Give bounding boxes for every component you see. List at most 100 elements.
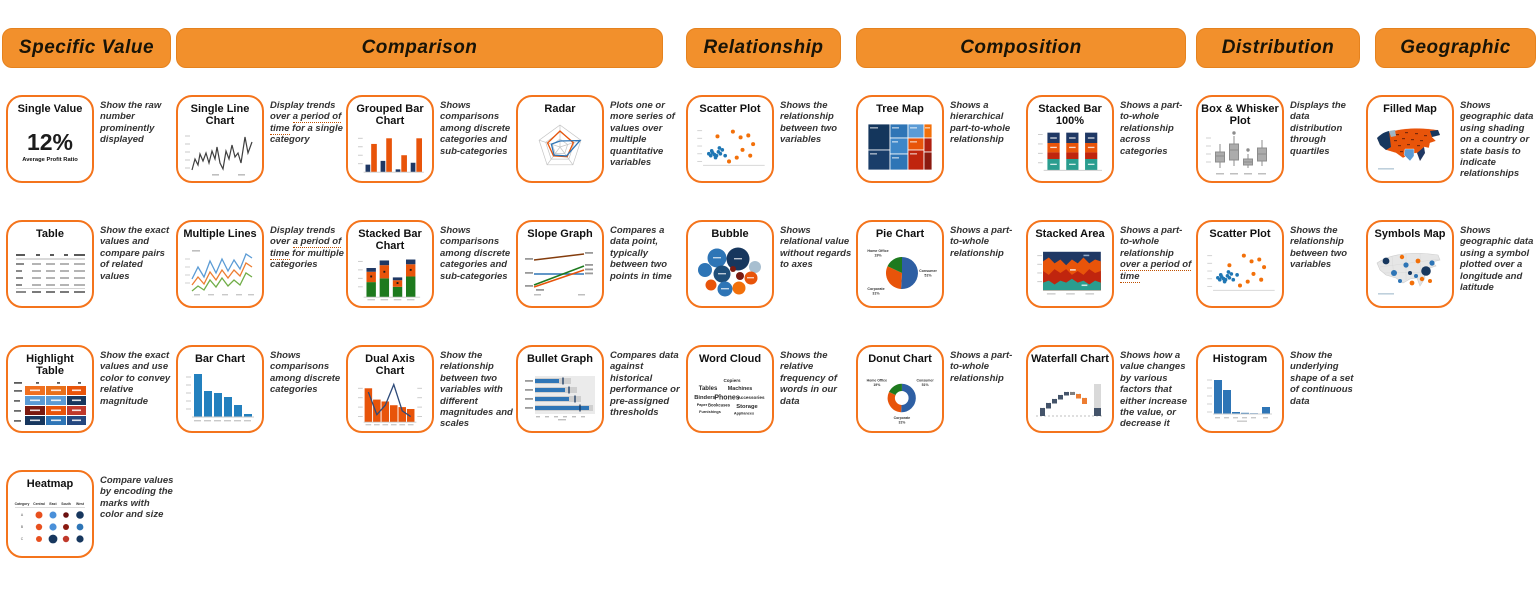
scatter-card: Scatter Plot xyxy=(686,95,774,183)
card-description: Shows a part-to-whole relationship over … xyxy=(1120,225,1192,283)
card-title: Donut Chart xyxy=(868,353,932,365)
header-label: Relationship xyxy=(703,37,824,58)
heatmap-card: Heatmap Category Central East South West… xyxy=(6,470,94,558)
word-cloud-card: Word Cloud Copiers Tables Machines Binde… xyxy=(686,345,774,433)
card-heatmap: Heatmap Category Central East South West… xyxy=(6,470,176,595)
header-label: Geographic xyxy=(1400,37,1511,58)
chart-chooser-board: Specific Value Comparison Relationship C… xyxy=(2,28,1536,558)
radar-chart-icon xyxy=(521,115,599,178)
card-bullet-graph: Bullet Graph Compares data against histo… xyxy=(516,345,686,470)
card-highlight-table: Highlight Table Show the exact values an… xyxy=(6,345,176,470)
card-title: Stacked Bar Chart xyxy=(358,228,422,253)
card-table: Table Show the exact values an xyxy=(6,220,176,345)
heatmap-row-label: B xyxy=(21,525,24,529)
word-cloud-icon: Copiers Tables Machines Binders Phones A… xyxy=(691,365,769,428)
stacked-bar-100-icon xyxy=(1031,127,1109,178)
card-description: Plots one or more series of values over … xyxy=(610,100,675,168)
stacked-area-card: Stacked Area xyxy=(1026,220,1114,308)
word: Copiers xyxy=(723,378,741,383)
donut-label: Consumer xyxy=(917,378,935,382)
card-description: Shows a hierarchical part-to-whole relat… xyxy=(950,100,1011,146)
histogram-icon xyxy=(1201,365,1279,428)
card-title: Box & Whisker Plot xyxy=(1201,103,1279,128)
card-title: Scatter Plot xyxy=(699,103,761,115)
single-line-card: Single Line Chart xyxy=(176,95,264,183)
pie-chart-icon: Home Office 19% Consumer 51% Corporate 3… xyxy=(861,240,939,303)
card-title: Stacked Area xyxy=(1035,228,1105,240)
word: Tables xyxy=(699,386,718,392)
card-description: Shows a part-to-whole relationship xyxy=(950,225,1013,259)
word: Machines xyxy=(728,386,753,392)
pie-pct: 19% xyxy=(874,253,882,257)
highlight-table-icon xyxy=(11,377,89,428)
category-header-geographic: Geographic xyxy=(1375,28,1536,68)
header-label: Distribution xyxy=(1221,37,1335,58)
card-title: Table xyxy=(36,228,64,240)
category-header-comparison: Comparison xyxy=(176,28,663,68)
card-description: Show the underlying shape of a set of co… xyxy=(1290,350,1354,407)
single-value-card: Single Value 12% Average Profit Ratio xyxy=(6,95,94,183)
heatmap-col-label: Central xyxy=(33,502,45,506)
card-title: Symbols Map xyxy=(1374,228,1446,240)
bar-chart-icon xyxy=(181,365,259,428)
card-stacked-bar-100: Stacked Bar 100% Shows a part-to-whole r… xyxy=(1026,95,1196,220)
card-title: Highlight Table xyxy=(26,353,74,378)
big-number-caption: Average Profit Ratio xyxy=(22,156,78,163)
filled-map-icon xyxy=(1371,115,1449,178)
stacked-bar-chart-icon xyxy=(351,252,429,303)
card-title: Scatter Plot xyxy=(1209,228,1271,240)
card-title: Pie Chart xyxy=(875,228,925,240)
stacked-area-icon xyxy=(1031,240,1109,303)
card-description: Show the relationship between two variab… xyxy=(440,350,513,430)
card-slope-graph: Slope Graph Compares a data point, typic… xyxy=(516,220,686,345)
card-description: Display trends over a period of time for… xyxy=(270,100,343,146)
single-line-chart-icon xyxy=(181,127,259,178)
grouped-bar-chart-icon xyxy=(351,127,429,178)
card-description: Shows a part-to-whole relationship xyxy=(950,350,1013,384)
multiple-lines-chart-icon xyxy=(181,240,259,303)
pie-label: Home Office xyxy=(867,249,888,253)
category-header-relationship: Relationship xyxy=(686,28,841,68)
slope-graph-icon xyxy=(521,240,599,303)
donut-pct: 51% xyxy=(922,382,929,386)
card-title: Histogram xyxy=(1212,353,1268,365)
dual-axis-card: Dual Axis Chart xyxy=(346,345,434,433)
word: Furnishings xyxy=(699,410,721,414)
box-whisker-card: Box & Whisker Plot xyxy=(1196,95,1284,183)
card-multiple-lines: Multiple Lines Display trends over a per… xyxy=(176,220,346,345)
bullet-graph-card: Bullet Graph xyxy=(516,345,604,433)
dual-axis-chart-icon xyxy=(351,377,429,428)
card-box-whisker-plot: Box & Whisker Plot Displays the data dis… xyxy=(1196,95,1366,220)
card-title: Stacked Bar 100% xyxy=(1038,103,1102,128)
heatmap-row-label: A xyxy=(21,513,24,517)
bubble-chart-icon xyxy=(691,240,769,303)
donut-pct: 19% xyxy=(873,382,880,386)
pie-label: Consumer xyxy=(919,269,937,273)
card-histogram: Histogram Show the underlying shape of a… xyxy=(1196,345,1366,470)
slope-graph-card: Slope Graph xyxy=(516,220,604,308)
header-label: Comparison xyxy=(361,37,478,58)
pie-label: Corporate xyxy=(867,287,884,291)
card-description: Shows comparisons among discrete categor… xyxy=(440,100,511,157)
word: Accessories xyxy=(737,395,765,400)
card-description: Displays the data distribution through q… xyxy=(1290,100,1346,157)
word: Phones xyxy=(714,394,739,401)
card-description: Shows comparisons among discrete categor… xyxy=(440,225,511,282)
pie-pct: 51% xyxy=(924,273,932,277)
card-title: Multiple Lines xyxy=(183,228,257,240)
card-title: Heatmap xyxy=(26,478,74,490)
card-description: Shows geographic data using shading on a… xyxy=(1460,100,1534,180)
histogram-card: Histogram xyxy=(1196,345,1284,433)
card-scatter-plot: Scatter Plot Shows the relationship betw… xyxy=(686,95,856,220)
card-description: Shows the relationship between two varia… xyxy=(1290,225,1348,271)
tree-map-icon xyxy=(861,115,939,178)
card-dual-axis-chart: Dual Axis Chart Show the relationship be… xyxy=(346,345,516,470)
bullet-graph-icon xyxy=(521,365,599,428)
scatter-distribution-card: Scatter Plot xyxy=(1196,220,1284,308)
card-description: Shows the relative frequency of words in… xyxy=(780,350,838,407)
card-description: Shows geographic data using a symbol plo… xyxy=(1460,225,1534,293)
card-single-line-chart: Single Line Chart Display trends over a … xyxy=(176,95,346,220)
category-header-specific-value: Specific Value xyxy=(2,28,171,68)
card-tree-map: Tree Map Shows a hierarchical part-to-wh… xyxy=(856,95,1026,220)
donut-chart-card: Donut Chart Home Office 19% Consumer 51%… xyxy=(856,345,944,433)
